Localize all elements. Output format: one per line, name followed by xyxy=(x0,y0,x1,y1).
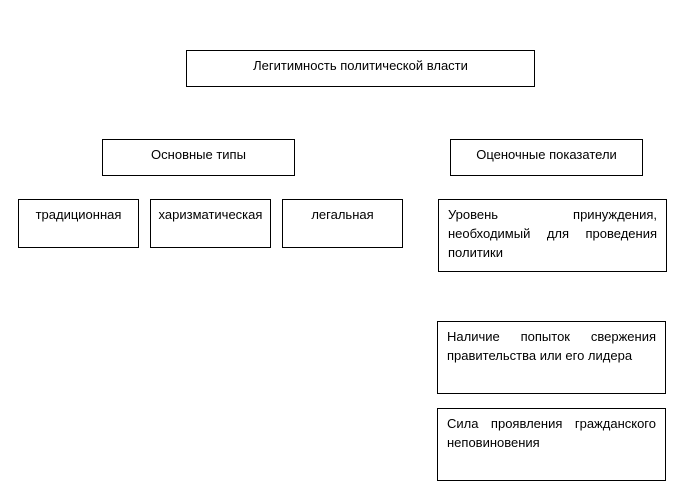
diagram-root-node: Легитимность политической власти xyxy=(186,50,535,87)
indicator-node-label: Наличие попыток свержения правительства … xyxy=(447,329,656,363)
type-node-label: легальная xyxy=(311,207,374,222)
type-node-label: традиционная xyxy=(35,207,122,222)
types-category-label: Основные типы xyxy=(151,147,246,162)
type-node-traditional: традиционная xyxy=(18,199,139,248)
type-node-legal: легальная xyxy=(282,199,403,248)
type-node-charismatic: харизматическая xyxy=(150,199,271,248)
root-node-label: Легитимность политической власти xyxy=(253,58,468,73)
indicator-node-overthrow-attempts: Наличие попыток свержения правительства … xyxy=(437,321,666,394)
indicator-node-label: Сила проявления гражданского неповиновен… xyxy=(447,416,656,450)
indicator-node-civil-disobedience: Сила проявления гражданского неповиновен… xyxy=(437,408,666,481)
indicator-node-label: Уровень принуждения, необходимый для про… xyxy=(448,207,657,260)
types-category-node: Основные типы xyxy=(102,139,295,176)
type-node-label: харизматическая xyxy=(158,207,263,222)
indicators-category-label: Оценочные показатели xyxy=(476,147,617,162)
indicator-node-coercion: Уровень принуждения, необходимый для про… xyxy=(438,199,667,272)
indicators-category-node: Оценочные показатели xyxy=(450,139,643,176)
